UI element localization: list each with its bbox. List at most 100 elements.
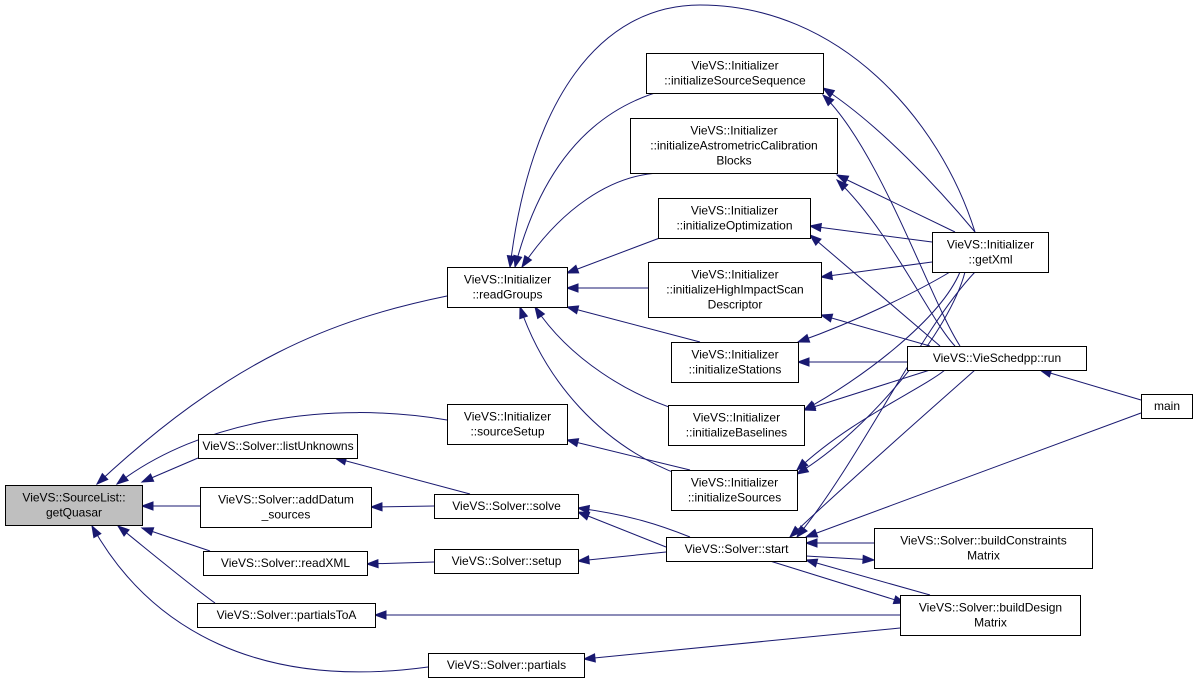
node-initSources[interactable]: VieVS::Initializer::initializeSources: [671, 470, 798, 511]
node-label: VieVS::Solver::start: [685, 542, 789, 556]
arrowhead-initSrcSeq: [821, 87, 836, 99]
node-label: getQuasar: [46, 506, 102, 520]
arrowhead-readGroups: [534, 305, 546, 320]
node-label: VieVS::Initializer: [691, 348, 778, 362]
edge-initOpt-getXml: [809, 225, 933, 243]
node-box: [932, 232, 1049, 273]
arrowhead-readGroups: [521, 254, 533, 269]
node-box: [658, 198, 811, 239]
node-label: VieVS::Solver::solve: [452, 499, 561, 513]
arrowhead-readGroups: [506, 255, 517, 269]
arrowhead-readXML: [365, 558, 379, 569]
node-label: VieVS::Initializer: [691, 59, 778, 73]
node-box: [447, 267, 568, 308]
arrowhead-start: [804, 528, 819, 538]
edge-solve-start: [577, 507, 691, 538]
node-label: ::initializeBaselines: [686, 426, 787, 440]
edge-initSources-run: [796, 369, 946, 471]
node-main[interactable]: main: [1141, 394, 1193, 419]
arrowhead-getQuasar: [140, 527, 155, 537]
node-start[interactable]: VieVS::Solver::start: [666, 537, 807, 562]
arrowhead-initStations: [796, 357, 810, 367]
node-box: [200, 487, 372, 528]
node-readXML[interactable]: VieVS::Solver::readXML: [203, 551, 368, 576]
node-label: ::initializeOptimization: [676, 219, 792, 233]
edge-sourceSetup-initSources: [566, 439, 691, 471]
arrowhead-initOpt: [808, 234, 822, 247]
arrowhead-initHIS: [819, 313, 834, 323]
arrowhead-getQuasar: [140, 501, 154, 511]
node-sourceSetup[interactable]: VieVS::Initializer::sourceSetup: [447, 404, 568, 445]
node-solve[interactable]: VieVS::Solver::solve: [434, 494, 579, 519]
arrowhead-initSrcSeq: [821, 93, 835, 107]
arrowhead-start: [804, 538, 818, 548]
node-getQuasar[interactable]: VieVS::SourceList::getQuasar: [5, 485, 143, 526]
edge-getQuasar-readXML: [141, 527, 211, 552]
node-initBaselines[interactable]: VieVS::Initializer::initializeBaselines: [668, 405, 805, 446]
node-box: [671, 470, 798, 511]
arrowhead-initHIS: [819, 270, 834, 281]
edge-readGroups-getXml: [509, 4, 976, 268]
node-box: [671, 342, 799, 383]
arrowhead-addDatum: [369, 502, 383, 512]
edge-initSrcSeq-getXml: [822, 87, 976, 233]
node-label: main: [1154, 399, 1180, 413]
arrowhead-buildConstraints: [862, 554, 876, 565]
node-box: [203, 551, 368, 576]
edge-buildDesign-start: [769, 560, 906, 604]
arrowhead-start: [788, 525, 802, 539]
node-label: ::initializeSourceSequence: [664, 74, 806, 88]
arrowhead-solve: [576, 511, 591, 521]
arrowhead-getQuasar: [140, 473, 155, 483]
node-box: [434, 549, 579, 574]
node-partialsToA[interactable]: VieVS::Solver::partialsToA: [197, 603, 376, 628]
node-setup[interactable]: VieVS::Solver::setup: [434, 549, 579, 574]
edge-initAstro-run: [836, 179, 956, 347]
edge-start-getXml: [796, 271, 976, 538]
edge-getQuasar-partials: [91, 525, 429, 673]
node-label: VieVS::Initializer: [690, 124, 777, 138]
arrowhead-start: [804, 558, 819, 568]
node-initAstro[interactable]: VieVS::Initializer::initializeAstrometri…: [630, 118, 838, 174]
node-getXml[interactable]: VieVS::Initializer::getXml: [932, 232, 1049, 273]
edge-getQuasar-sourceSetup: [116, 412, 448, 485]
node-box: [646, 53, 824, 94]
node-label: VieVS::Initializer: [947, 238, 1034, 252]
node-label: VieVS::Solver::partials: [447, 658, 566, 672]
node-initOpt[interactable]: VieVS::Initializer::initializeOptimizati…: [658, 198, 811, 239]
edge-initOpt-run: [809, 234, 941, 347]
node-partials[interactable]: VieVS::Solver::partials: [428, 653, 585, 678]
node-label: VieVS::Solver::partialsToA: [217, 608, 357, 622]
arrowhead-partials: [582, 653, 596, 663]
node-label: ::initializeHighImpactScan: [666, 283, 803, 297]
edge-readGroups-initBaselines: [534, 306, 679, 411]
node-label: ::sourceSetup: [470, 425, 544, 439]
edge-partials-buildDesign: [583, 627, 901, 660]
node-addDatum[interactable]: VieVS::Solver::addDatum_sources: [200, 487, 372, 528]
node-run[interactable]: VieVS::VieSchedpp::run: [907, 346, 1087, 371]
node-label: VieVS::Solver::setup: [452, 554, 562, 568]
node-box: [447, 404, 568, 445]
node-listUnknowns[interactable]: VieVS::Solver::listUnknowns: [198, 434, 358, 459]
arrowhead-initSources: [795, 464, 810, 475]
arrowhead-getQuasar: [115, 473, 129, 485]
edge-initBaselines-run: [803, 369, 931, 411]
arrowhead-partialsToA: [373, 610, 387, 620]
node-label: VieVS::Initializer: [691, 204, 778, 218]
node-box: [874, 528, 1093, 569]
node-initHIS[interactable]: VieVS::Initializer::initializeHighImpact…: [648, 262, 822, 318]
node-label: Blocks: [716, 154, 751, 168]
arrowhead-initBaselines: [802, 402, 817, 412]
edge-initSources-getXml: [796, 271, 966, 475]
node-box: [900, 595, 1081, 636]
node-readGroups[interactable]: VieVS::Initializer::readGroups: [447, 267, 568, 308]
node-initStations[interactable]: VieVS::Initializer::initializeStations: [671, 342, 799, 383]
node-initSrcSeq[interactable]: VieVS::Initializer::initializeSourceSequ…: [646, 53, 824, 94]
node-label: Matrix: [974, 616, 1007, 630]
node-label: VieVS::Solver::readXML: [221, 556, 351, 570]
node-box: [666, 537, 807, 562]
node-box: [668, 405, 805, 446]
edge-readGroups-initOpt: [566, 235, 666, 274]
